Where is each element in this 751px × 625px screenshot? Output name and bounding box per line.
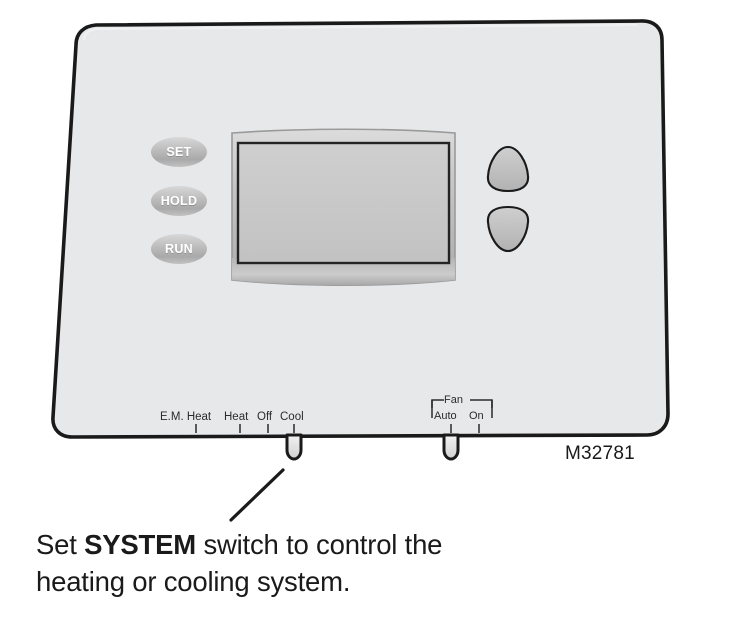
fan-label-on[interactable]: On [469, 410, 484, 422]
leader-line [229, 468, 285, 522]
system-label-cool[interactable]: Cool [280, 411, 304, 423]
system-label-em-heat[interactable]: E.M. Heat [160, 411, 212, 423]
hold-button[interactable]: HOLD [151, 186, 207, 216]
system-switch-slider [285, 433, 303, 461]
down-arrow-button [486, 205, 530, 253]
fan-switch-ticks [450, 424, 480, 433]
set-button[interactable]: SET [151, 137, 207, 167]
caption: Set SYSTEM switch to control the heating… [36, 527, 656, 600]
system-switch-ticks [195, 424, 295, 433]
caption-line1-suffix: switch to control the [196, 529, 443, 560]
lcd-screen [236, 141, 451, 265]
fan-label-auto[interactable]: Auto [434, 410, 457, 422]
caption-line-2: heating or cooling system. [36, 565, 351, 597]
caption-line-1: Set SYSTEM switch to control the [36, 527, 656, 564]
system-label-off[interactable]: Off [257, 411, 273, 423]
run-button[interactable]: RUN [151, 234, 207, 264]
fan-switch-title: Fan [444, 394, 463, 406]
model-number: M32781 [565, 443, 635, 464]
caption-line1-prefix: Set [36, 529, 85, 560]
caption-system-keyword: SYSTEM [84, 529, 196, 560]
up-arrow-button [486, 145, 530, 193]
fan-switch-slider [442, 433, 460, 461]
system-label-heat[interactable]: Heat [224, 411, 249, 423]
